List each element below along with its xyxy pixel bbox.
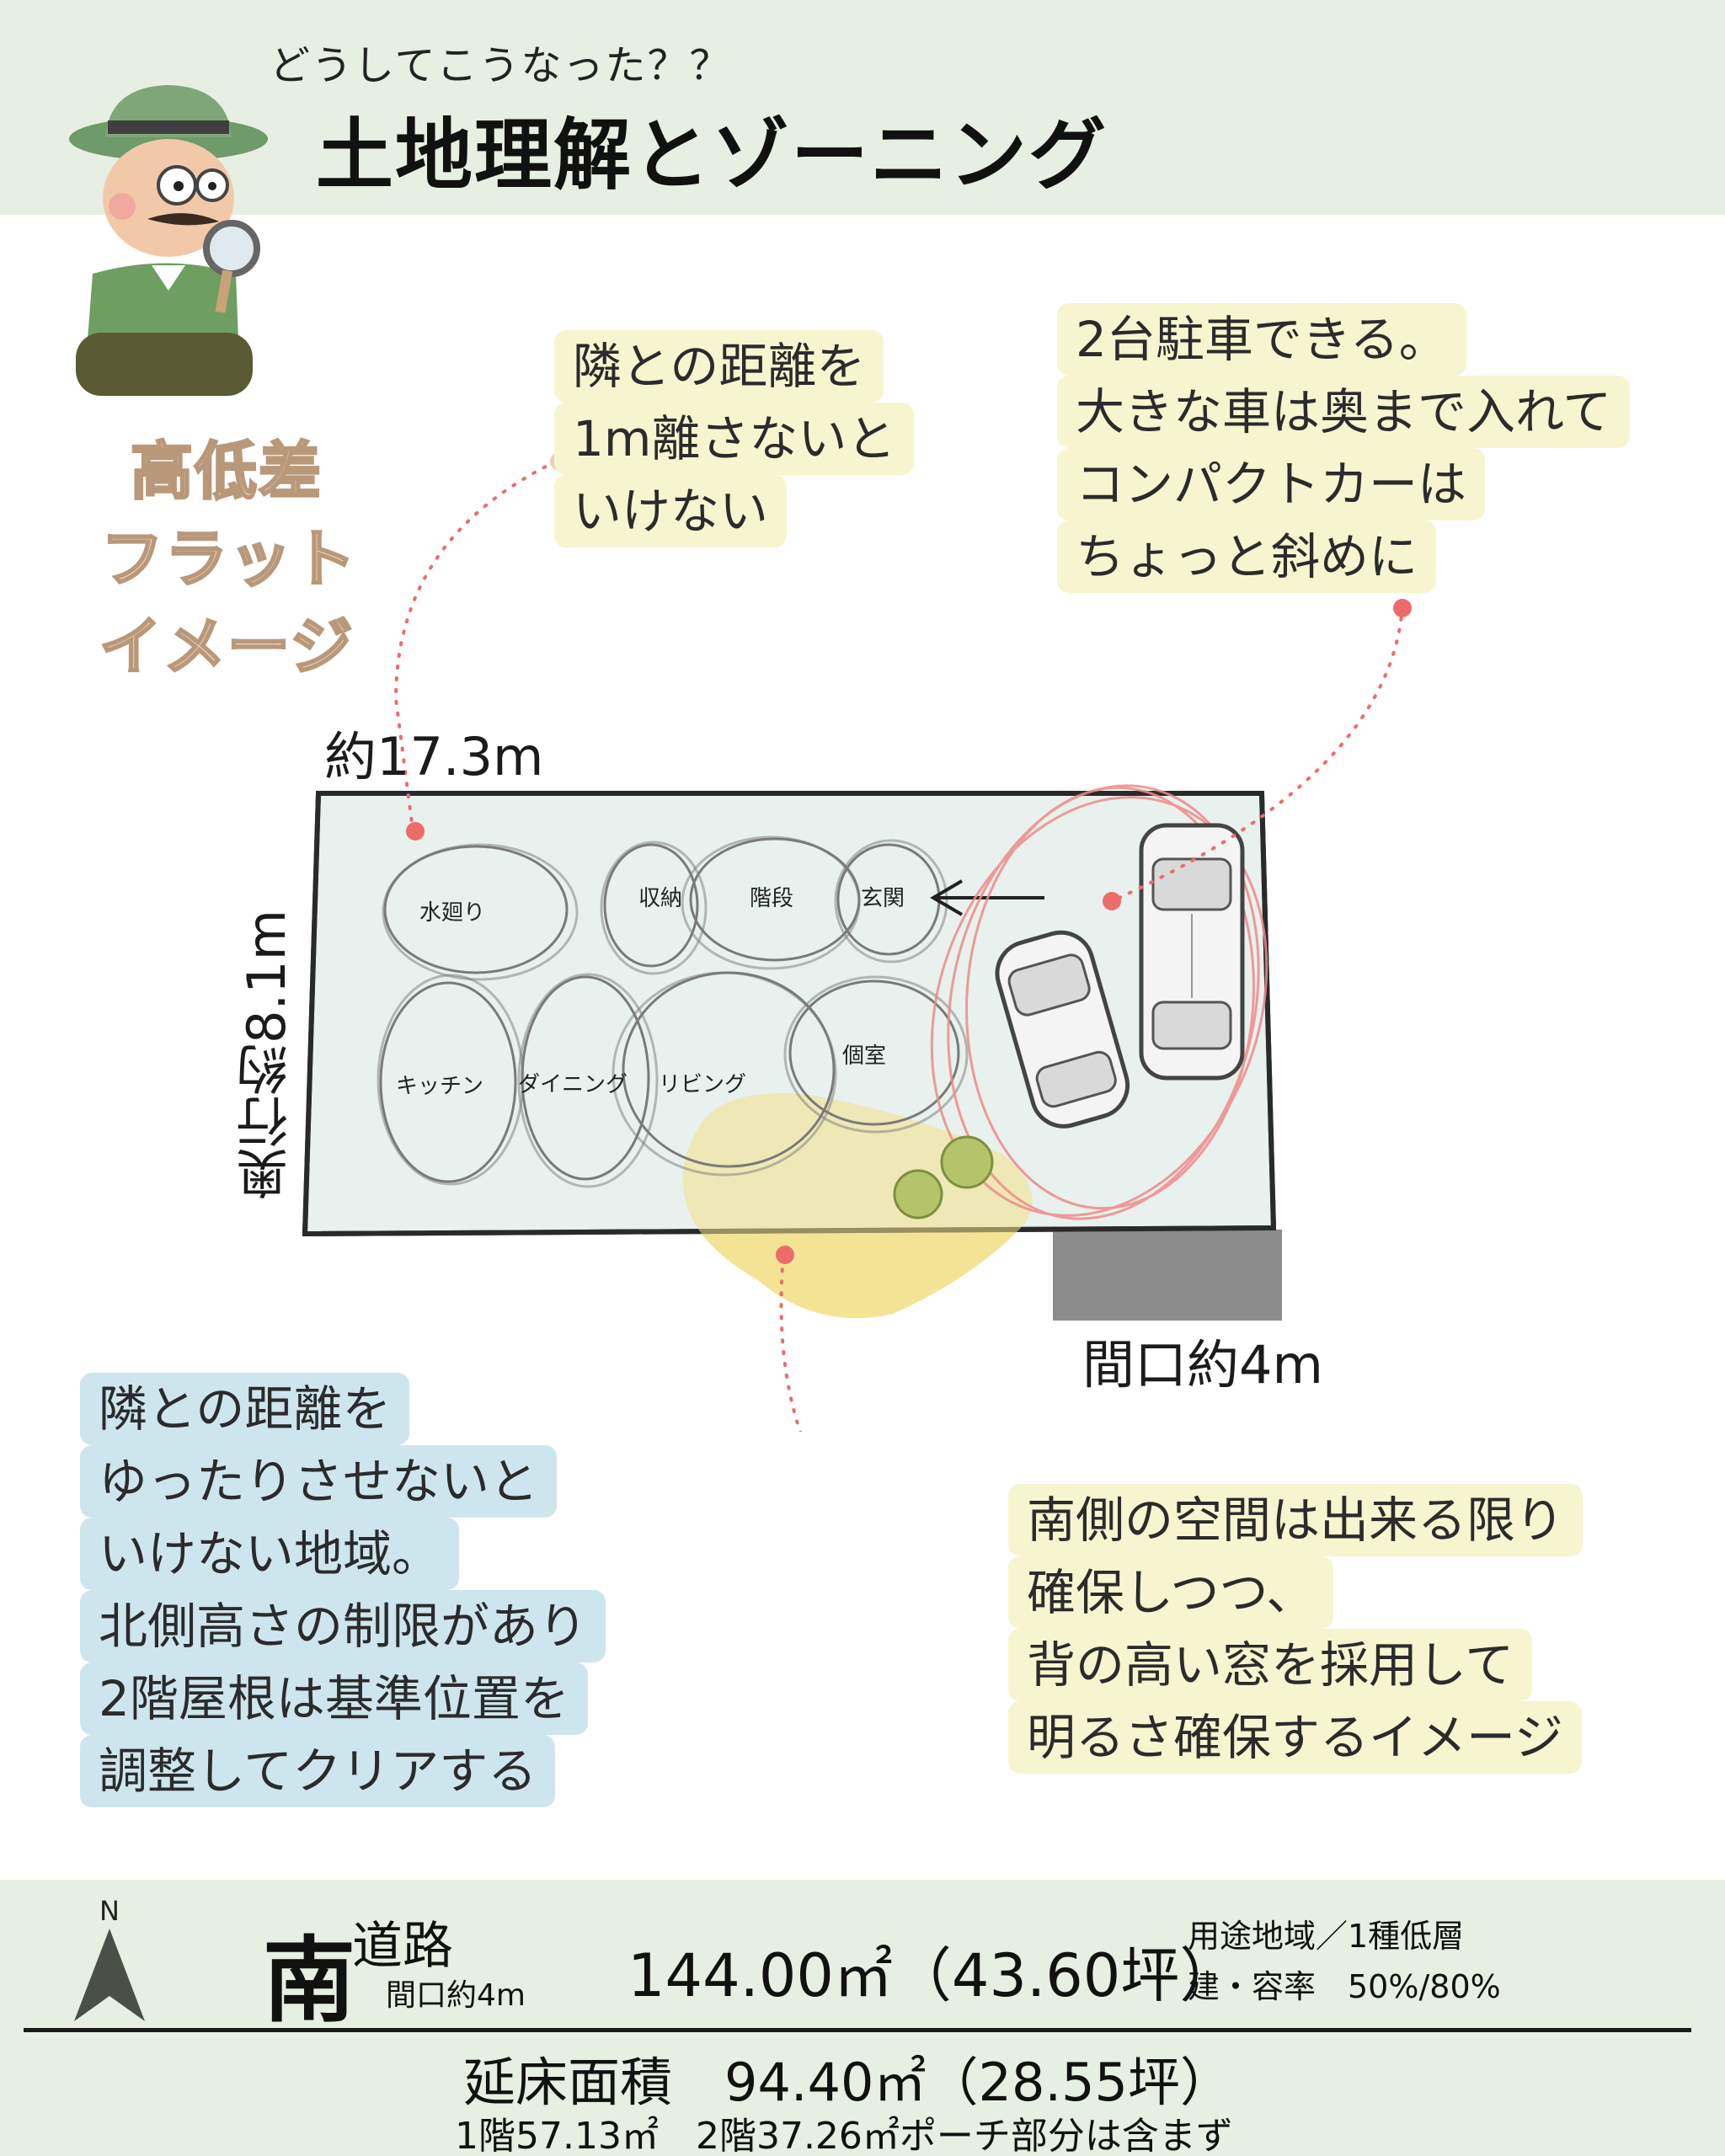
bubble-dining: [521, 975, 650, 1181]
coverage-ratio: 建・容率 50%/80%: [1188, 1968, 1501, 2005]
room-label-kitchen: キッチン: [396, 1074, 483, 1099]
north-label: N: [99, 1895, 120, 1927]
bubble-storage: [603, 843, 699, 968]
bubble-water: [383, 845, 569, 974]
road-label: 道路: [352, 1917, 453, 1976]
note-line: コンパクトカーは: [1057, 448, 1486, 520]
note-line: 北側高さの制限があり: [80, 1590, 606, 1662]
note-line: 背の高い窓を採用して: [1008, 1629, 1533, 1701]
room-label-entrance: 玄関: [861, 886, 905, 911]
side-label-image: イメージ: [99, 610, 355, 685]
road-direction: 南: [263, 1927, 355, 2035]
parking-circle: [930, 784, 1268, 1220]
note-line: 隣との距離を: [554, 330, 884, 403]
large-car-icon: [1139, 823, 1245, 1081]
note-line: 2階屋根は基準位置を: [80, 1662, 588, 1735]
side-label-flat: フラット: [100, 522, 357, 597]
note-line: ゆったりさせないと: [80, 1445, 558, 1518]
compact-car-icon: [995, 930, 1130, 1129]
room-label-private: 個室: [842, 1043, 886, 1069]
dimension-width: 約17.3m: [324, 726, 544, 787]
note-parking: 2台駐車できる。 大きな車は奥まで入れて コンパクトカーは ちょっと斜めに: [1057, 303, 1631, 593]
entrance-arrow-icon: [930, 879, 1044, 916]
site-boundary: [305, 793, 1282, 1318]
note-line: いけない: [554, 475, 788, 547]
note-line: 2台駐車できる。: [1057, 303, 1466, 376]
side-label-elevation: 高低差: [130, 435, 323, 510]
note-line: 調整してクリアする: [80, 1735, 556, 1807]
page-title: 土地理解とゾーニング: [316, 110, 1108, 200]
note-line: いけない地域。: [80, 1518, 460, 1590]
north-arrow-icon: [74, 1929, 145, 2021]
tree-icon: [893, 1135, 994, 1219]
room-label-living: リビング: [659, 1072, 746, 1097]
bubble-private: [788, 979, 960, 1126]
note-line: 明るさ確保するイメージ: [1008, 1701, 1582, 1774]
site-area: 144.00㎡（43.60坪）: [628, 1941, 1239, 2010]
site-lot: [318, 793, 1282, 1321]
note-line: 確保しつつ、: [1008, 1556, 1334, 1629]
dimension-frontage: 間口約4m: [1082, 1334, 1323, 1396]
note-line: ちょっと斜めに: [1057, 520, 1437, 593]
floor-breakdown: 1階57.13㎡ 2階37.26㎡ポーチ部分は含まず: [455, 2115, 1233, 2156]
bubble-stairs: [689, 837, 861, 962]
note-line: 南側の空間は出来る限り: [1008, 1484, 1583, 1556]
zoning-type: 用途地域／1種低層: [1188, 1918, 1465, 1955]
room-label-dining: ダイニング: [518, 1072, 628, 1097]
header-band: [0, 0, 1725, 215]
bubble-living: [622, 971, 836, 1168]
total-floor-area: 延床面積 94.40㎡（28.55坪）: [463, 2052, 1232, 2113]
note-zoning-area: 隣との距離を ゆったりさせないと いけない地域。 北側高さの制限があり 2階屋根…: [80, 1373, 606, 1807]
note-line: 大きな車は奥まで入れて: [1057, 376, 1631, 448]
bubble-kitchen: [379, 981, 517, 1183]
note-line: 隣との距離を: [80, 1373, 410, 1445]
footer-band: [0, 1880, 1725, 2156]
south-sun-patch: [682, 1093, 1033, 1318]
road-frontage: 間口約4m: [386, 1978, 526, 2013]
room-label-water: 水廻り: [419, 900, 485, 926]
access-strip: [1053, 1230, 1282, 1321]
footer-divider: [24, 2028, 1691, 2032]
note-line: 1m離さないと: [554, 403, 915, 475]
note-neighbor-distance: 隣との距離を 1m離さないと いけない: [554, 330, 915, 547]
page-subtitle: どうしてこうなった？？: [270, 42, 732, 89]
dimension-depth: 奥行約8.1m: [236, 910, 297, 1200]
room-label-stairs: 階段: [750, 886, 793, 911]
detective-mascot-icon: [69, 85, 268, 396]
bubble-entrance: [836, 843, 941, 956]
note-south-space: 南側の空間は出来る限り 確保しつつ、 背の高い窓を採用して 明るさ確保するイメー…: [1008, 1484, 1583, 1774]
room-label-storage: 収納: [638, 886, 682, 911]
